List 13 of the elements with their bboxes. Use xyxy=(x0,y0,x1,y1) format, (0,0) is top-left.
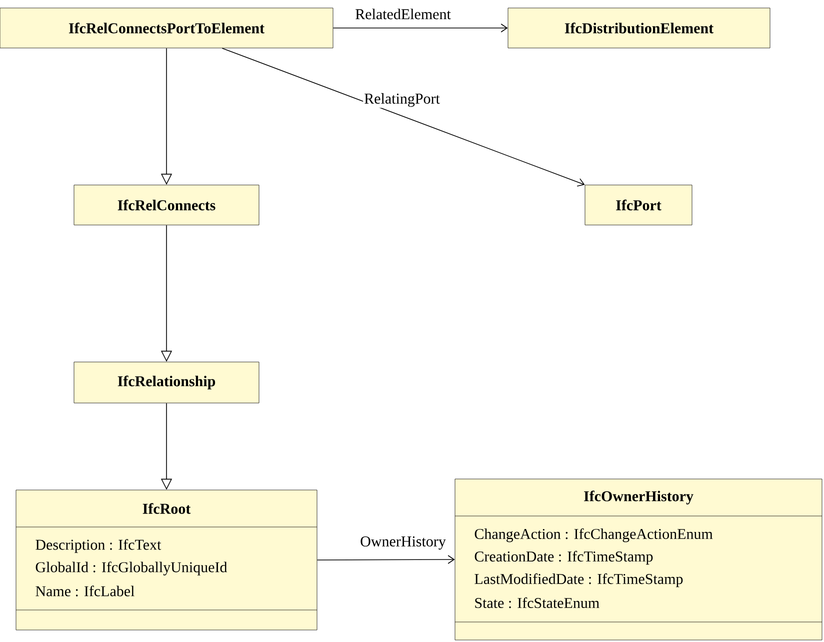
class-box: IfcPort xyxy=(584,184,692,226)
edge-label: OwnerHistory xyxy=(359,535,447,551)
class-box: IfcDistributionElement xyxy=(508,8,770,48)
arrow xyxy=(222,48,585,187)
class-box: IfcOwnerHistory ChangeAction : IfcChangeActionEnum CreationDate : IfcTimeStamp LastModifiedDate : IfcTimeStamp State : IfcStateEnum xyxy=(454,478,822,640)
class-box: IfcRelConnects xyxy=(74,184,260,226)
edge-label: RelatedElement xyxy=(354,8,452,20)
arrow xyxy=(332,24,508,32)
class-box: IfcRelConnectsPortToElement xyxy=(0,8,334,48)
edge-label: RelatingPort xyxy=(363,92,441,108)
class-box: IfcRelationship xyxy=(74,362,260,404)
class-box: IfcRoot Description : IfcText GlobalId : IfcGloballyUniqueId Name : IfcLabel xyxy=(16,490,318,630)
arrow xyxy=(316,555,455,564)
